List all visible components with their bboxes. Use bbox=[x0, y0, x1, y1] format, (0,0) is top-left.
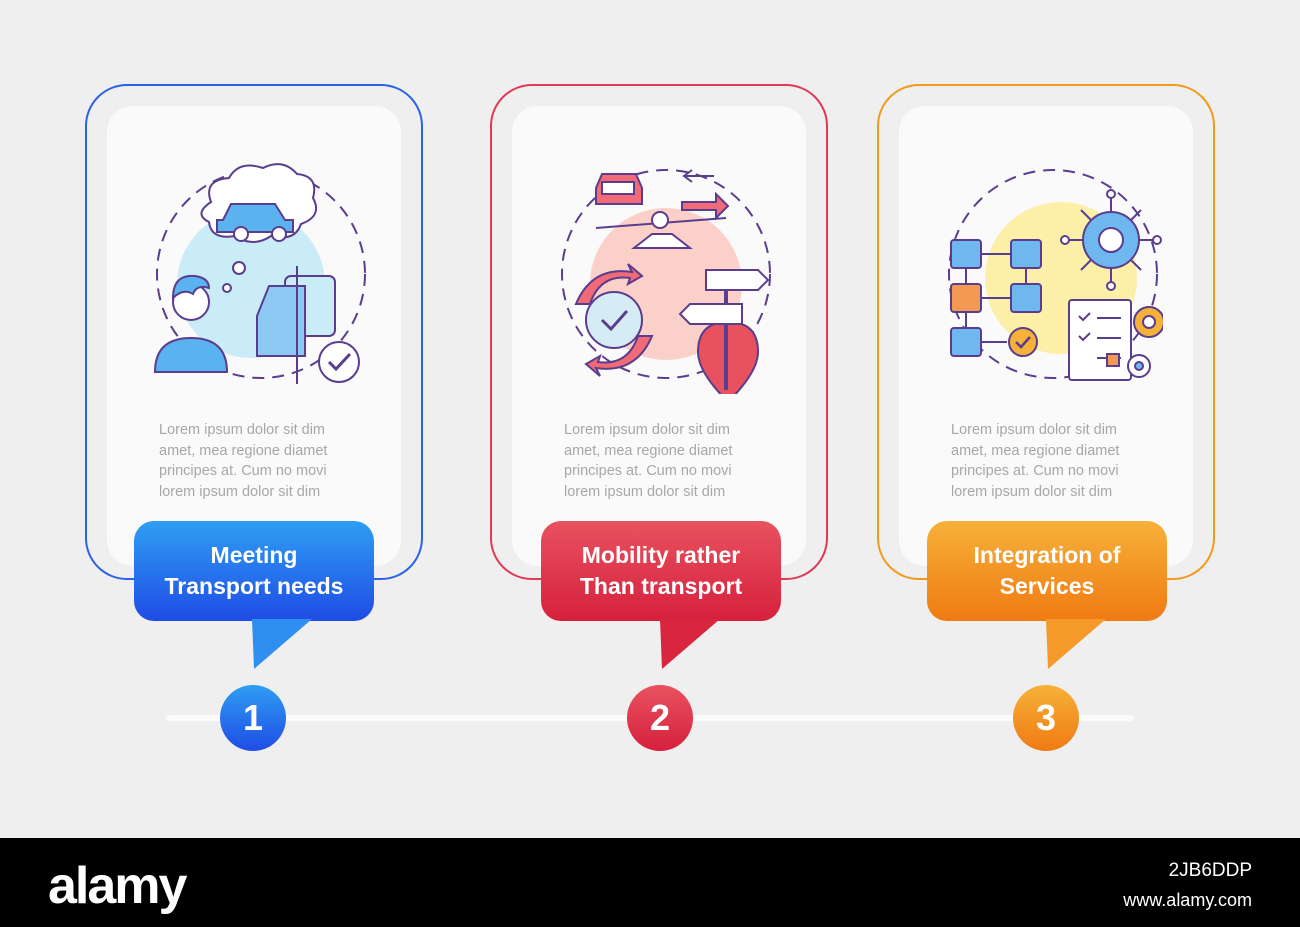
step-3-title-line: Services bbox=[999, 573, 1095, 599]
step-3-title-banner: Integration of Services bbox=[927, 521, 1167, 621]
step-1-title-line: Meeting bbox=[210, 542, 298, 568]
step-2-number-badge: 2 bbox=[627, 685, 693, 751]
step-3-description-line: principes at. Cum no movi bbox=[951, 463, 1119, 479]
step-2-card: Lorem ipsum dolor sit dim amet, mea regi… bbox=[490, 84, 828, 580]
step-1-card-panel: Lorem ipsum dolor sit dim amet, mea regi… bbox=[107, 106, 401, 566]
step-1-description-line: Lorem ipsum dolor sit dim bbox=[159, 422, 325, 438]
step-2-description-line: lorem ipsum dolor sit dim bbox=[564, 483, 726, 500]
step-2-description-line: Lorem ipsum dolor sit dim bbox=[564, 422, 730, 438]
step-1-title-banner: Meeting Transport needs bbox=[134, 521, 374, 621]
step-3-description-line: lorem ipsum dolor sit dim bbox=[951, 483, 1113, 500]
step-3-number-badge: 3 bbox=[1013, 685, 1079, 751]
step-2-description-line: principes at. Cum no movi bbox=[564, 463, 732, 479]
services-integration-flowchart-icon bbox=[948, 169, 1163, 381]
image-id: 2JB6DDP bbox=[1168, 860, 1252, 881]
mobility-balance-signpost-icon bbox=[561, 169, 771, 394]
step-3-description-line: amet, mea regione diamet bbox=[951, 442, 1120, 459]
step-2-description-line: amet, mea regione diamet bbox=[564, 442, 733, 459]
step-2-title-banner: Mobility rather Than transport bbox=[541, 521, 781, 621]
step-3-title-line: Integration of bbox=[973, 542, 1121, 568]
step-1-description-line: lorem ipsum dolor sit dim bbox=[159, 483, 321, 500]
stock-logo: alamy bbox=[48, 857, 187, 915]
step-3-description: Lorem ipsum dolor sit dim amet, mea regi… bbox=[951, 420, 1161, 502]
step-3-card: Lorem ipsum dolor sit dim amet, mea regi… bbox=[877, 84, 1215, 580]
person-dreaming-of-car-icon bbox=[153, 163, 366, 384]
watermark-footer: alamy 2JB6DDP www.alamy.com bbox=[0, 838, 1300, 927]
step-3-description-line: Lorem ipsum dolor sit dim bbox=[951, 422, 1117, 438]
step-1-number-badge: 1 bbox=[220, 685, 286, 751]
step-1-title-line: Transport needs bbox=[164, 573, 344, 599]
step-3-card-panel: Lorem ipsum dolor sit dim amet, mea regi… bbox=[899, 106, 1193, 566]
step-1-banner-tail bbox=[252, 619, 312, 669]
step-1-card: Lorem ipsum dolor sit dim amet, mea regi… bbox=[85, 84, 423, 580]
step-2-title-line: Than transport bbox=[579, 573, 743, 599]
step-2-card-panel: Lorem ipsum dolor sit dim amet, mea regi… bbox=[512, 106, 806, 566]
step-2-title-line: Mobility rather bbox=[581, 542, 741, 568]
step-1-description-line: amet, mea regione diamet bbox=[159, 442, 328, 459]
step-1-description-line: principes at. Cum no movi bbox=[159, 463, 327, 479]
infographic: Lorem ipsum dolor sit dim amet, mea regi… bbox=[85, 84, 1215, 751]
step-1-description: Lorem ipsum dolor sit dim amet, mea regi… bbox=[159, 420, 369, 502]
step-2-description: Lorem ipsum dolor sit dim amet, mea regi… bbox=[564, 420, 774, 502]
step-3-banner-tail bbox=[1046, 619, 1106, 669]
step-2-banner-tail bbox=[660, 619, 720, 669]
site-url: www.alamy.com bbox=[1123, 890, 1252, 910]
